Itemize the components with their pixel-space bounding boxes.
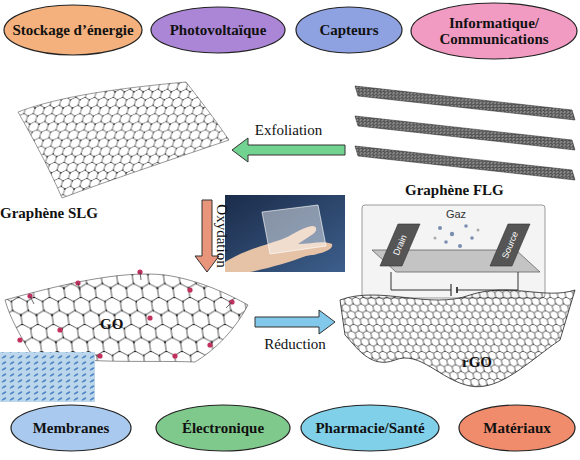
photo-background bbox=[225, 195, 345, 272]
oval-label: Stockage d’énergie bbox=[12, 22, 133, 39]
oxygen-atoms bbox=[17, 269, 234, 358]
oval-text-wrap: Électronique bbox=[155, 404, 291, 452]
oval-shape bbox=[11, 405, 131, 451]
oval-label: Pharmacie/Santé bbox=[315, 420, 424, 437]
structure-label: Graphène FLG bbox=[405, 182, 504, 199]
application-oval: Capteurs bbox=[295, 6, 403, 54]
oval-label: Électronique bbox=[182, 420, 264, 437]
oval-label: Informatique/ Communications bbox=[427, 15, 562, 48]
application-oval: Stockage d’énergie bbox=[3, 4, 143, 56]
application-oval: Photovoltaïque bbox=[150, 6, 286, 54]
sheet-base bbox=[355, 146, 575, 180]
application-oval: Électronique bbox=[155, 404, 291, 452]
application-oval: Membranes bbox=[10, 404, 132, 452]
bonds bbox=[30, 272, 232, 308]
source-electrode bbox=[490, 224, 530, 266]
gas-sensor bbox=[362, 205, 545, 298]
application-oval: Informatique/ Communications bbox=[410, 2, 578, 60]
honeycomb-sheet bbox=[18, 82, 229, 198]
rgo-sheet bbox=[340, 290, 575, 387]
oval-shape bbox=[459, 405, 575, 451]
structure-label: Graphène SLG bbox=[0, 205, 98, 222]
hand-photo bbox=[225, 195, 345, 272]
gas-molecules bbox=[434, 224, 480, 248]
battery-symbol bbox=[456, 287, 458, 293]
battery-symbol bbox=[450, 284, 451, 296]
sheet bbox=[355, 116, 575, 150]
sensor-frame bbox=[362, 205, 545, 298]
oval-label: Photovoltaïque bbox=[170, 22, 267, 39]
sheet-base bbox=[355, 86, 575, 120]
oval-shape bbox=[151, 7, 285, 53]
oval-text-wrap: Informatique/ Communications bbox=[410, 2, 578, 60]
structure-node: Graphène FLG bbox=[345, 80, 580, 200]
application-oval: Matériaux bbox=[458, 404, 576, 452]
sheet bbox=[355, 146, 575, 180]
sheet bbox=[355, 86, 575, 120]
block-arrow bbox=[255, 310, 335, 334]
texture bbox=[0, 352, 95, 402]
structure-node: rGO bbox=[335, 290, 577, 395]
structure-label: GO bbox=[100, 316, 123, 333]
oval-text-wrap: Capteurs bbox=[295, 6, 403, 54]
oval-shape bbox=[4, 5, 142, 55]
graphene-film bbox=[262, 205, 326, 254]
structure-label: rGO bbox=[462, 354, 492, 371]
block-arrow bbox=[232, 138, 345, 162]
oval-shape bbox=[156, 405, 290, 451]
edge-label: Exfoliation bbox=[255, 122, 323, 139]
oval-label: Matériaux bbox=[483, 420, 550, 437]
go-texture bbox=[0, 352, 95, 402]
texture-background bbox=[0, 352, 95, 402]
structure-node: Graphène SLG bbox=[0, 85, 232, 200]
wire bbox=[391, 272, 518, 290]
sensor-label: Gaz bbox=[446, 208, 466, 220]
oval-shape bbox=[411, 3, 577, 59]
wavy-sheet bbox=[340, 290, 575, 387]
oval-text-wrap: Pharmacie/Santé bbox=[300, 404, 440, 452]
edge-label: Oxydation bbox=[213, 204, 230, 267]
oval-text-wrap: Matériaux bbox=[458, 404, 576, 452]
structure-node: GO bbox=[0, 272, 255, 397]
oval-label: Membranes bbox=[33, 420, 110, 437]
oval-text-wrap: Stockage d’énergie bbox=[3, 4, 143, 56]
honeycomb-sheet bbox=[5, 274, 248, 362]
sheet-base bbox=[355, 116, 575, 150]
oval-shape bbox=[296, 7, 402, 53]
drain-electrode bbox=[380, 224, 420, 266]
oval-text-wrap: Photovoltaïque bbox=[150, 6, 286, 54]
oval-shape bbox=[301, 405, 439, 451]
flg-stack bbox=[355, 86, 575, 180]
edge-label: Réduction bbox=[264, 336, 326, 353]
oval-label: Capteurs bbox=[319, 22, 378, 39]
slg-sheet bbox=[18, 82, 229, 198]
oval-text-wrap: Membranes bbox=[10, 404, 132, 452]
go-sheet bbox=[5, 269, 248, 362]
application-oval: Pharmacie/Santé bbox=[300, 404, 440, 452]
